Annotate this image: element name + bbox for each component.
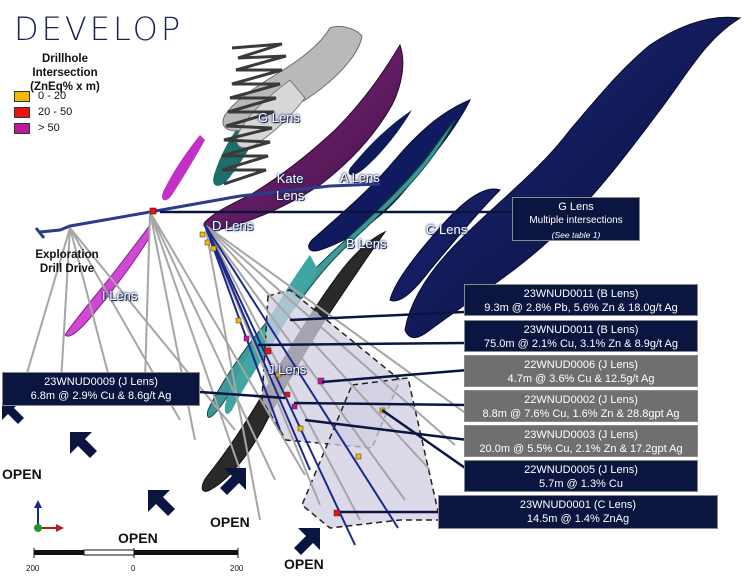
callout-g-lens-title: G Lens bbox=[558, 201, 594, 213]
open-arrow-1 bbox=[2, 402, 24, 424]
callout-j3-body: 20.0m @ 5.5% Cu, 2.1% Zn & 17.2gpt Ag bbox=[479, 443, 683, 455]
callout-b2-title: 23WNUD0011 (B Lens) bbox=[523, 324, 639, 336]
legend-title: Drillhole Intersection (ZnEq% x m) bbox=[30, 53, 100, 93]
label-g-lens: G Lens bbox=[258, 110, 300, 125]
open-arrow-4 bbox=[220, 468, 246, 495]
open-label-3: OPEN bbox=[210, 514, 250, 530]
axis-triad bbox=[34, 500, 64, 532]
legend-swatch-high bbox=[14, 122, 30, 134]
callout-j-lens-5: 22WNUD0005 (J Lens) 5.7m @ 1.3% Cu bbox=[464, 460, 698, 492]
develop-logo: DEVELOP bbox=[14, 10, 184, 48]
callout-j-lens-9: 23WNUD0009 (J Lens) 6.8m @ 2.9% Cu & 8.6… bbox=[2, 372, 200, 406]
scale-label-left: 200 bbox=[26, 564, 40, 573]
open-label-4: OPEN bbox=[284, 556, 324, 572]
legend-item-low: 0 - 20 bbox=[14, 90, 66, 102]
callout-j3-title: 23WNUD0003 (J Lens) bbox=[524, 429, 638, 441]
legend-label-high: > 50 bbox=[38, 122, 60, 134]
callout-c-lens: 23WNUD0001 (C Lens) 14.5m @ 1.4% ZnAg bbox=[438, 495, 718, 529]
callout-g-lens-line2: Multiple intersections bbox=[529, 215, 623, 226]
callout-j9-title: 23WNUD0009 (J Lens) bbox=[44, 376, 158, 388]
legend-item-mid: 20 - 50 bbox=[14, 106, 72, 118]
intersection-markers bbox=[149, 207, 386, 517]
label-a-lens: A Lens bbox=[340, 170, 380, 185]
callout-b-lens-2: 23WNUD0011 (B Lens) 75.0m @ 2.1% Cu, 3.1… bbox=[464, 320, 698, 352]
open-arrow-5 bbox=[294, 528, 320, 555]
callout-j-lens-2: 22WNUD0002 (J Lens) 8.8m @ 7.6% Cu, 1.6%… bbox=[464, 390, 698, 422]
callout-c1-title: 23WNUD0001 (C Lens) bbox=[519, 499, 637, 511]
open-label-1: OPEN bbox=[2, 466, 42, 482]
scale-bar bbox=[33, 548, 239, 558]
drill-holes-grey bbox=[21, 211, 476, 521]
callout-c1-body: 14.5m @ 1.4% ZnAg bbox=[526, 513, 630, 525]
callout-j9-body: 6.8m @ 2.9% Cu & 8.6g/t Ag bbox=[30, 390, 172, 402]
callout-j6-title: 22WNUD0006 (J Lens) bbox=[524, 359, 638, 371]
legend-item-high: > 50 bbox=[14, 122, 60, 134]
callout-b2-body: 75.0m @ 2.1% Cu, 3.1% Zn & 8.9g/t Ag bbox=[484, 338, 678, 350]
callout-j-lens-6: 22WNUD0006 (J Lens) 4.7m @ 3.6% Cu & 12.… bbox=[464, 355, 698, 387]
open-arrow-2 bbox=[70, 432, 97, 458]
callout-b-lens-1: 23WNUD0011 (B Lens) 9.3m @ 2.8% Pb, 5.6%… bbox=[464, 284, 698, 316]
decline-spiral bbox=[221, 42, 287, 186]
callout-j2-body: 8.8m @ 7.6% Cu, 1.6% Zn & 28.8gpt Ag bbox=[482, 408, 680, 420]
legend-label-low: 0 - 20 bbox=[38, 90, 67, 102]
callout-g-lens-note: (See table 1) bbox=[551, 230, 601, 240]
callout-j2-title: 22WNUD0002 (J Lens) bbox=[524, 394, 638, 406]
callout-b1-title: 23WNUD0011 (B Lens) bbox=[523, 288, 639, 300]
label-d-lens: D Lens bbox=[212, 218, 254, 233]
i-lens-lower bbox=[64, 223, 151, 337]
legend-swatch-low bbox=[14, 90, 30, 102]
callout-b1-body: 9.3m @ 2.8% Pb, 5.6% Zn & 18.0g/t Ag bbox=[484, 302, 678, 314]
drill-holes-navy bbox=[204, 224, 399, 546]
drive-portal bbox=[34, 227, 46, 239]
callout-g-lens: G Lens Multiple intersections (See table… bbox=[512, 197, 640, 241]
c-lens-lower bbox=[389, 188, 501, 302]
label-i-lens: I Lens bbox=[102, 288, 138, 303]
label-b-lens: B Lens bbox=[346, 236, 387, 251]
scale-label-right: 200 bbox=[230, 564, 244, 573]
scale-label-mid: 0 bbox=[131, 564, 136, 573]
label-c-lens: C Lens bbox=[426, 222, 468, 237]
a-lens-small bbox=[348, 110, 412, 176]
callout-j5-body: 5.7m @ 1.3% Cu bbox=[539, 478, 623, 490]
open-arrow-3 bbox=[148, 490, 175, 516]
open-label-2: OPEN bbox=[118, 530, 158, 546]
callout-j6-body: 4.7m @ 3.6% Cu & 12.5g/t Ag bbox=[507, 373, 655, 385]
callout-j-lens-3: 23WNUD0003 (J Lens) 20.0m @ 5.5% Cu, 2.1… bbox=[464, 425, 698, 457]
legend-label-mid: 20 - 50 bbox=[38, 106, 73, 118]
label-kate-lens: Kate Lens bbox=[276, 171, 305, 203]
label-exploration-drive: Exploration Drill Drive bbox=[35, 249, 99, 275]
i-lens-body bbox=[162, 135, 205, 201]
label-j-lens: J Lens bbox=[268, 362, 307, 377]
callout-j5-title: 22WNUD0005 (J Lens) bbox=[524, 464, 638, 476]
legend-swatch-mid bbox=[14, 106, 30, 118]
c-lens-body bbox=[404, 16, 742, 338]
open-arrows bbox=[2, 402, 320, 555]
callout-leaders bbox=[160, 210, 512, 514]
